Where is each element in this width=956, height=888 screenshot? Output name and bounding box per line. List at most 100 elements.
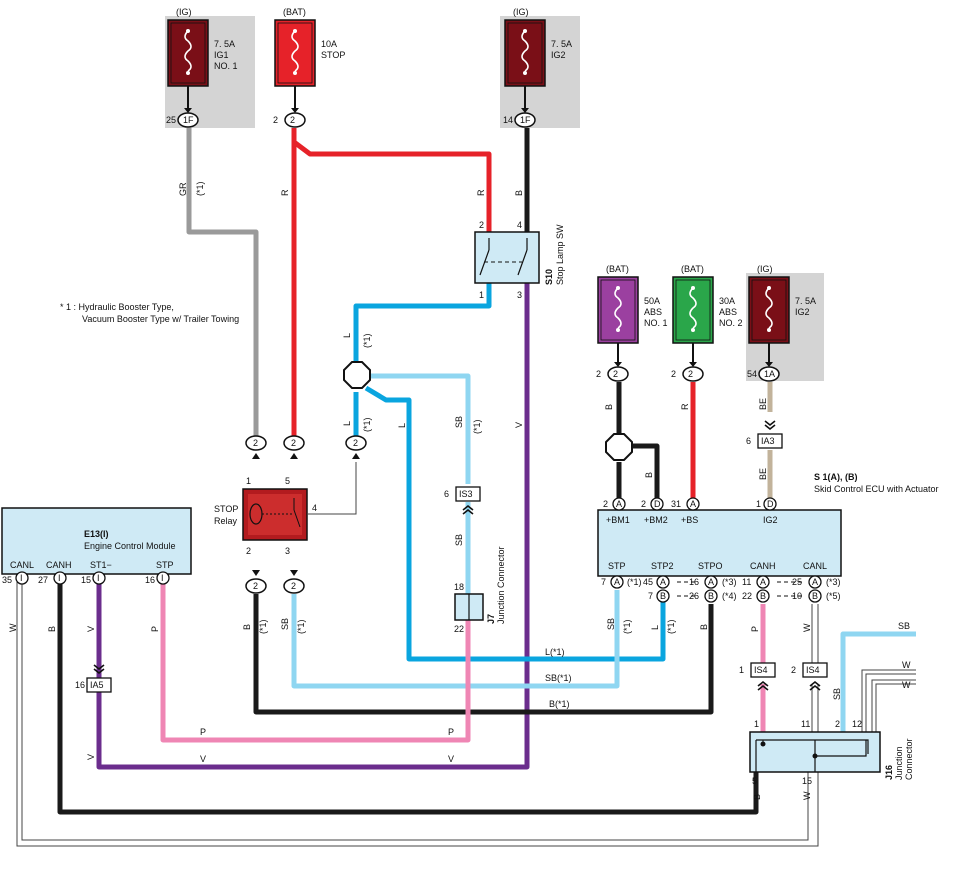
ecu-terminal-bottom	[656, 589, 670, 603]
chevron-icon	[764, 424, 776, 431]
connector-oval: 2	[245, 570, 267, 594]
fuse-connector-5	[682, 366, 704, 382]
ecu-top-conn-2: D	[654, 499, 661, 509]
fuse-conn-1: 1F	[183, 115, 194, 125]
wire-label-p: P	[448, 727, 454, 737]
arrow-down-icon	[290, 570, 298, 576]
fuse-source-2: (BAT)	[283, 7, 306, 17]
ecu-bot-stp: STP	[608, 561, 626, 571]
wire-label-b: B	[47, 626, 57, 632]
wire-l-sw	[353, 283, 492, 376]
chevron-icon	[809, 680, 821, 687]
fuse-pin-5: 2	[671, 369, 676, 379]
fuse-element-icon	[184, 30, 192, 72]
wire-w-out2b	[875, 683, 916, 732]
skid-control-ecu: S 1(A), (B) Skid Control ECU with Actuat…	[597, 472, 939, 577]
wire-label-be: BE	[758, 468, 768, 480]
fuse-element-icon	[291, 30, 299, 72]
ecm-pin16: 16	[145, 575, 155, 585]
connector-oval: 2	[283, 570, 305, 594]
ecu-terminal-top	[650, 497, 664, 511]
j16-pin12: 12	[852, 719, 862, 729]
fuse-rating-5: 30A	[719, 296, 735, 306]
svg-text:A: A	[708, 577, 714, 587]
wire-b-canh	[57, 582, 759, 815]
sw-pin4: 4	[517, 220, 522, 230]
ecm-term-stp: STP	[156, 560, 174, 570]
inline-pin-3: 16	[75, 680, 85, 690]
j16-junction: 1 11 2 12 5 15 J16 Junction Connector	[749, 719, 914, 786]
stop-lamp-switch: 2 4 1 3 S10 Stop Lamp SW	[474, 220, 565, 300]
svg-text:2: 2	[291, 581, 296, 591]
j16-name1: Junction	[894, 746, 904, 780]
svg-text:A: A	[660, 577, 666, 587]
wire-label-star1: (*1)	[258, 619, 268, 634]
svg-text:B: B	[660, 591, 666, 601]
wire-label-star5: (*5)	[826, 591, 841, 601]
wire-label-star1: (*1)	[195, 181, 205, 196]
ecu-pin-ig2: 1	[756, 499, 761, 509]
wire-label-star1: (*1)	[472, 419, 482, 434]
wire-label-be: BE	[758, 398, 768, 410]
fuse-pin-3: 14	[503, 115, 513, 125]
ecu-top-bm2: +BM2	[644, 515, 668, 525]
wire-label-l_star1: L(*1)	[545, 647, 565, 657]
fuse-connector-2	[284, 112, 306, 128]
svg-text:B: B	[760, 591, 766, 601]
wire-gr	[186, 128, 259, 448]
fuse-rating-2: 10A	[321, 39, 337, 49]
j7-junction: 18 22 J7 Junction Connector	[454, 546, 506, 634]
fuse-conn-3: 1F	[520, 115, 531, 125]
ecu-top-conn-3: A	[690, 499, 696, 509]
connector-oval: 2	[245, 435, 267, 459]
wire-label-w: W	[802, 791, 812, 800]
relay-label1: STOP	[214, 504, 238, 514]
fuse-connector-6	[758, 366, 780, 382]
wire-label-sb: SB	[832, 688, 842, 700]
ecu-code: S 1(A), (B)	[814, 472, 858, 482]
fuse-name2-4: NO. 1	[644, 318, 668, 328]
fuse-source-3: (IG)	[513, 7, 529, 17]
wire-w-canl	[21, 582, 809, 841]
wire-sb-is3	[370, 373, 471, 484]
j7-pin18: 18	[454, 582, 464, 592]
svg-text:I: I	[161, 573, 164, 583]
sw-code: S10	[544, 269, 554, 285]
ecu-terminal-bottom	[610, 575, 624, 589]
fuse-connector-4	[607, 366, 629, 382]
svg-text:A: A	[760, 577, 766, 587]
j7-name: Junction Connector	[496, 546, 506, 624]
relay-pin1: 1	[246, 476, 251, 486]
inline-conn-4: IS4	[754, 665, 768, 675]
wire-label-w: W	[902, 680, 911, 690]
ecm-term-canl: CANL	[10, 560, 34, 570]
wire-label-l: L	[342, 421, 352, 426]
svg-text:45: 45	[643, 577, 653, 587]
wire-w-canl-b	[16, 582, 819, 847]
ecm-term-st1: ST1−	[90, 560, 112, 570]
fuse-name-5: ABS	[719, 307, 737, 317]
ecu-name: Skid Control ECU with Actuator	[814, 484, 939, 494]
wire-label-star1: (*1)	[627, 577, 642, 587]
sw-pin2: 2	[479, 220, 484, 230]
ecu-terminal-top	[612, 497, 626, 511]
wire-label-star1: (*1)	[622, 619, 632, 634]
ecm-name: Engine Control Module	[84, 541, 176, 551]
wire-label-v: V	[200, 754, 206, 764]
fuse-source-4: (BAT)	[606, 264, 629, 274]
wire-w-out1b	[865, 673, 916, 732]
wire-label-gr: GR	[178, 182, 188, 196]
svg-text:A: A	[614, 577, 620, 587]
wire-b-bm2	[633, 443, 660, 500]
inline-conn-5: IS4	[806, 665, 820, 675]
fuse-connector-1	[177, 112, 199, 128]
svg-text:25: 25	[792, 577, 802, 587]
